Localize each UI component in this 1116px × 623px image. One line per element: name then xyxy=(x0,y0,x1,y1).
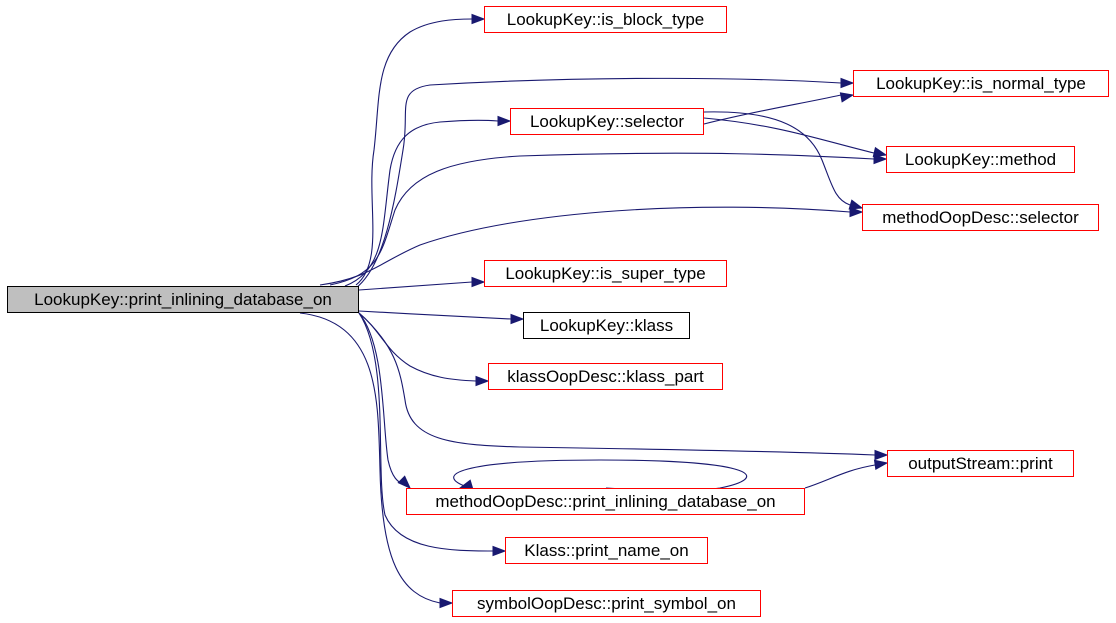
node-label: LookupKey::klass xyxy=(539,315,674,335)
arrowhead-root-to-mod_selector xyxy=(849,206,864,218)
node-lk-klass[interactable]: LookupKey::klass xyxy=(523,312,690,339)
arrowhead-lk_selector-to-is_normal_type xyxy=(839,92,855,103)
node-is-super-type[interactable]: LookupKey::is_super_type xyxy=(484,260,727,287)
arrowhead-root-to-lk_method xyxy=(873,153,888,165)
arrowhead-lk_selector-to-mod_selector xyxy=(848,199,864,210)
node-label: LookupKey::is_block_type xyxy=(506,9,705,29)
node-label: outputStream::print xyxy=(908,453,1053,473)
arrowhead-mod_print-to-os_print xyxy=(873,459,889,470)
node-label: LookupKey::print_inlining_database_on xyxy=(34,289,332,309)
node-label: methodOopDesc::selector xyxy=(882,207,1079,227)
node-print-name-on[interactable]: Klass::print_name_on xyxy=(505,537,708,564)
arrowhead-root-to-lk_selector xyxy=(497,115,512,127)
node-label: Klass::print_name_on xyxy=(524,540,689,560)
edge-root-to-mod_selector xyxy=(319,206,851,286)
edge-lk_selector-to-lk_method xyxy=(703,117,875,154)
edge-root-to-lk_method xyxy=(329,152,875,286)
node-label: LookupKey::selector xyxy=(529,111,685,131)
edge-root-to-is_normal_type xyxy=(355,77,842,289)
edge-root-to-print_name_on xyxy=(358,312,494,552)
node-root[interactable]: LookupKey::print_inlining_database_on xyxy=(7,286,359,313)
node-mod-print[interactable]: methodOopDesc::print_inlining_database_o… xyxy=(406,488,805,515)
arrowhead-root-to-os_print xyxy=(874,449,889,461)
edge-root-to-mod_print xyxy=(358,312,405,486)
edge-mod_print-to-mod_print xyxy=(453,459,748,491)
node-is-block-type[interactable]: LookupKey::is_block_type xyxy=(484,6,727,33)
edge-root-to-print_symbol_on xyxy=(299,312,441,604)
arrowhead-root-to-print_name_on xyxy=(492,545,507,557)
arrowhead-root-to-lk_klass xyxy=(510,313,525,325)
node-klass-part[interactable]: klassOopDesc::klass_part xyxy=(488,363,723,390)
node-label: symbolOopDesc::print_symbol_on xyxy=(477,593,736,613)
arrowhead-root-to-is_super_type xyxy=(471,276,486,288)
node-label: methodOopDesc::print_inlining_database_o… xyxy=(435,491,776,511)
node-os-print[interactable]: outputStream::print xyxy=(887,450,1074,477)
node-label: LookupKey::is_normal_type xyxy=(876,73,1086,93)
node-label: LookupKey::method xyxy=(904,149,1057,169)
node-lk-selector[interactable]: LookupKey::selector xyxy=(510,108,704,135)
edge-root-to-lk_selector xyxy=(344,119,499,287)
node-label: klassOopDesc::klass_part xyxy=(507,366,704,386)
node-is-normal-type[interactable]: LookupKey::is_normal_type xyxy=(853,70,1109,97)
node-mod-selector[interactable]: methodOopDesc::selector xyxy=(862,204,1099,231)
edge-root-to-is_super_type xyxy=(358,281,473,291)
arrowhead-root-to-is_block_type xyxy=(471,13,486,25)
edge-root-to-os_print xyxy=(358,312,876,456)
node-lk-method[interactable]: LookupKey::method xyxy=(886,146,1075,173)
edge-lk_selector-to-mod_selector xyxy=(703,111,851,206)
edge-root-to-lk_klass xyxy=(358,310,512,320)
node-print-symbol-on[interactable]: symbolOopDesc::print_symbol_on xyxy=(452,590,761,617)
arrowhead-root-to-is_normal_type xyxy=(840,77,855,89)
arrowhead-lk_selector-to-lk_method xyxy=(872,146,888,158)
node-label: LookupKey::is_super_type xyxy=(505,263,706,283)
arrowhead-root-to-print_symbol_on xyxy=(439,597,454,609)
edge-root-to-is_block_type xyxy=(355,18,473,286)
arrowhead-root-to-klass_part xyxy=(475,375,490,387)
edge-mod_print-to-os_print xyxy=(804,464,876,489)
arrowhead-root-to-mod_print xyxy=(397,475,412,490)
